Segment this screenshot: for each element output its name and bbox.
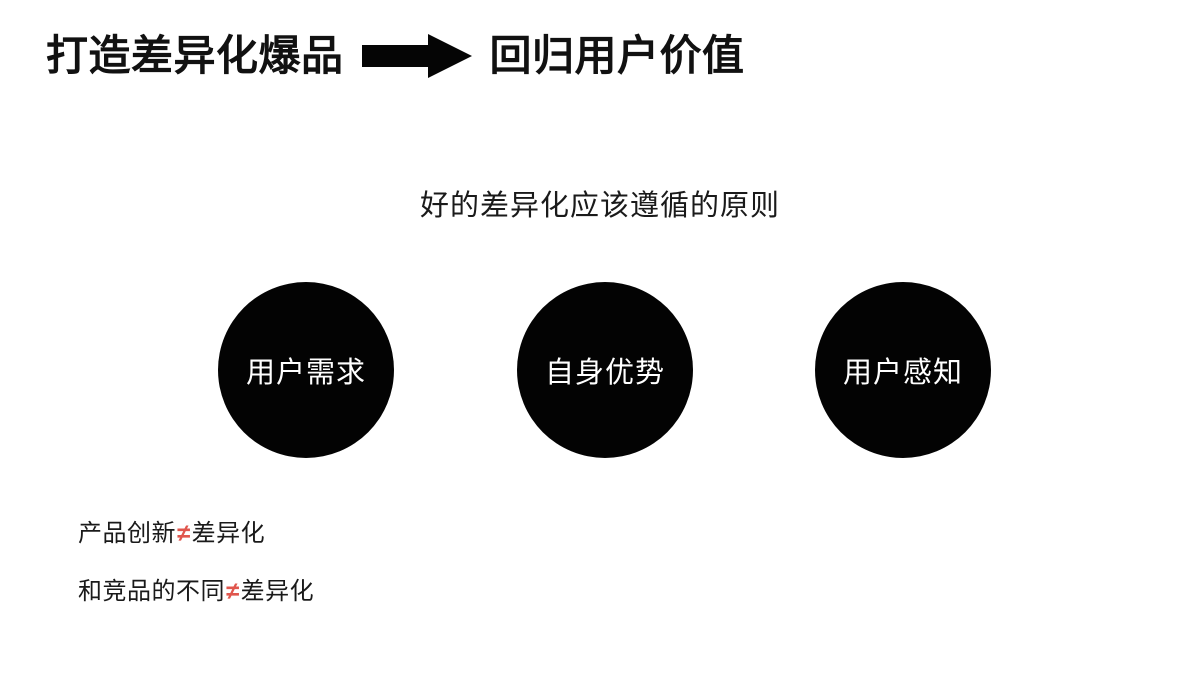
principle-label: 用户需求 <box>245 357 366 389</box>
slide-title: 打造差异化爆品 回归用户价值 <box>46 27 745 85</box>
not-equal-icon: ≠ <box>226 578 240 605</box>
note-left-term: 产品创新 <box>78 520 176 547</box>
not-equal-icon: ≠ <box>177 520 191 547</box>
principle-circle-own-advantage: 自身优势 <box>517 282 693 458</box>
note-right-term: 差异化 <box>191 520 266 547</box>
principle-label: 用户感知 <box>842 357 963 389</box>
note-line: 和竞品的不同≠差异化 <box>78 580 314 604</box>
note-right-term: 差异化 <box>240 578 315 605</box>
right-arrow-icon <box>361 34 472 78</box>
notes-group: 产品创新≠差异化 和竞品的不同≠差异化 <box>78 522 314 604</box>
subtitle-text: 好的差异化应该遵循的原则 <box>419 190 780 222</box>
title-left-text: 打造差异化爆品 <box>46 32 344 79</box>
principle-label: 自身优势 <box>544 357 665 389</box>
note-left-term: 和竞品的不同 <box>78 578 225 605</box>
title-right-text: 回归用户价值 <box>489 32 745 79</box>
note-line: 产品创新≠差异化 <box>78 522 314 546</box>
principle-circle-user-needs: 用户需求 <box>218 282 394 458</box>
principle-circle-user-perception: 用户感知 <box>815 282 991 458</box>
principles-group: 用户需求 自身优势 用户感知 <box>218 282 991 460</box>
